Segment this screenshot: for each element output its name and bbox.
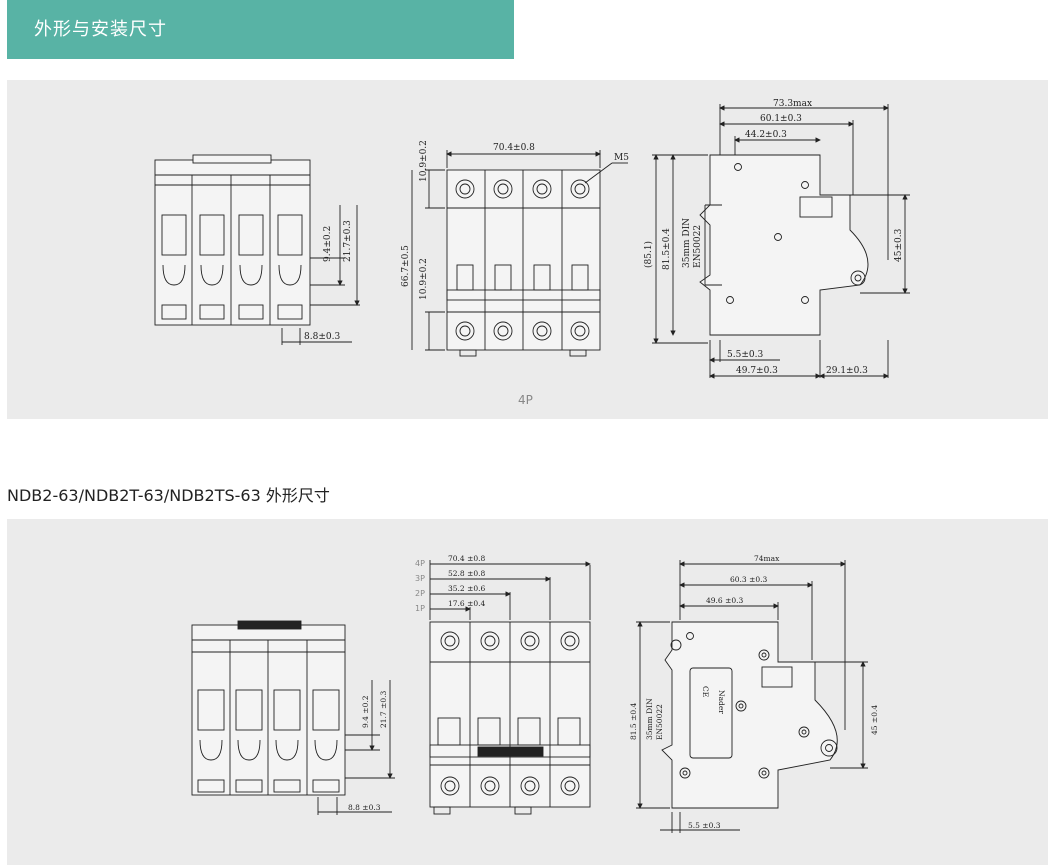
dim2-45: 45 ±0.4	[870, 705, 879, 735]
label2-en50022: EN50022	[655, 704, 664, 740]
dim-49-7: 49.7±0.3	[736, 366, 778, 376]
dim-85-1: (85.1)	[643, 241, 654, 268]
label2-din: 35mm DIN	[645, 698, 654, 740]
pole-3p: 3P	[415, 574, 425, 583]
device-brand-label: Nader	[717, 690, 726, 714]
dim-10-9-bottom: 10.9±0.2	[419, 258, 429, 300]
dim2-81-5: 81.5 ±0.4	[629, 702, 638, 740]
dim-70-4: 70.4±0.8	[493, 143, 535, 153]
header-title: 外形与安装尺寸	[34, 19, 167, 40]
dim-45: 45±0.3	[894, 228, 904, 262]
dim-81-5: 81.5±0.4	[662, 228, 672, 270]
pole-4p: 4P	[415, 559, 425, 568]
dim-44-2: 44.2±0.3	[745, 130, 787, 140]
dim2-8-8: 8.8 ±0.3	[348, 803, 381, 812]
label-en50022: EN50022	[693, 225, 703, 268]
dim-66-7: 66.7±0.5	[401, 245, 411, 287]
dim2-17-6: 17.6 ±0.4	[448, 599, 486, 608]
dim2-60-3: 60.3 ±0.3	[730, 575, 768, 584]
dim-73-3max: 73.3max	[773, 99, 812, 109]
front-view-left-4p	[154, 154, 360, 345]
dim2-49-6: 49.6 ±0.3	[706, 596, 744, 605]
dim2-74max: 74max	[754, 554, 780, 563]
header-banner: 外形与安装尺寸	[7, 0, 514, 59]
dim2-35-2: 35.2 ±0.6	[448, 584, 486, 593]
label-din: 35mm DIN	[682, 218, 692, 268]
dim2-52-8: 52.8 ±0.8	[448, 569, 486, 578]
section-title: NDB2-63/NDB2T-63/NDB2TS-63 外形尺寸	[7, 486, 330, 505]
dim-m5: M5	[614, 153, 629, 163]
front-view-mid-4p	[411, 150, 628, 357]
side-view-ndb2	[636, 560, 868, 833]
side-view-4p	[652, 104, 910, 379]
pole-1p: 1P	[415, 604, 425, 613]
dim-60-1: 60.1±0.3	[760, 114, 802, 124]
dim-5-5: 5.5±0.3	[727, 350, 763, 360]
front-view-left-ndb2	[191, 620, 395, 815]
dim2-9-4: 9.4 ±0.2	[361, 695, 370, 728]
pole-2p: 2P	[415, 589, 425, 598]
device-ce-mark: CE	[701, 686, 710, 697]
dim-8-8: 8.8±0.3	[304, 332, 340, 342]
dim-9-4: 9.4±0.2	[323, 226, 333, 262]
drawing-caption: 4P	[518, 393, 533, 407]
dim2-70-4: 70.4 ±0.8	[448, 554, 486, 563]
dim2-21-7: 21.7 ±0.3	[379, 690, 388, 728]
dim-10-9-top: 10.9±0.2	[419, 140, 429, 182]
dim-29-1: 29.1±0.3	[826, 366, 868, 376]
front-view-mid-ndb2	[429, 560, 591, 815]
dim-21-7: 21.7±0.3	[343, 220, 353, 262]
dim2-5-5: 5.5 ±0.3	[688, 821, 721, 830]
